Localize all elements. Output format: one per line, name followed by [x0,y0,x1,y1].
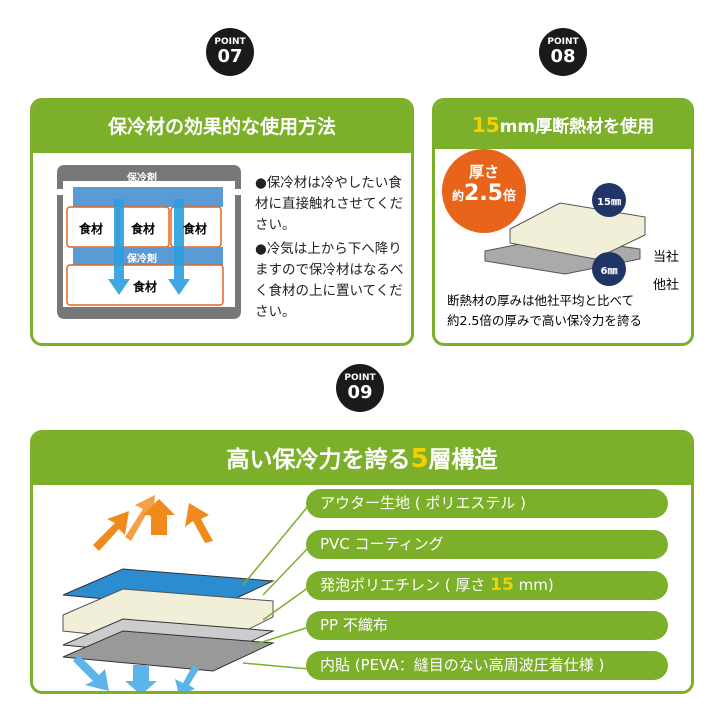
ice-pack-top [73,187,223,207]
others-label: 他社 [653,278,680,293]
insulation-illustration [442,149,646,286]
layer-label-outer: アウター生地 ( ポリエステル ) [306,489,668,518]
point-label: POINT [547,37,579,47]
bullet-text: ●冷気は上から下へ降りますので保冷材はなるべく食材の上に置いてください。 [255,241,404,320]
leader-lines [242,504,310,670]
point-number: 07 [217,46,243,67]
ice-pack-label: 保冷剤 [127,173,157,184]
title-text: mm厚断熱材を使用 [499,117,655,137]
layer-label-pvc: PVC コーティング [306,530,668,559]
layer-label-inner: 内貼 (PEVA：縫目のない高周波圧着仕様 ) [306,651,668,680]
title-text: 層構造 [428,447,498,473]
badge-line1: 厚さ [468,163,499,181]
food-label: 食材 [133,280,158,294]
cold-air-arrow [108,199,130,295]
layer-label-pp: PP 不織布 [306,611,668,640]
food-label: 食材 [183,222,208,236]
layer-thickness: 15 [490,575,514,595]
layer-text: mm) [513,576,554,594]
panel-title: 保冷材の効果的な使用方法 [33,101,411,153]
badge-value: 約2.5倍 [452,181,516,206]
title-number: 5 [410,444,429,474]
point-label: POINT [344,373,376,383]
panel-title: 高い保冷力を誇る5層構造 [33,433,691,485]
badge-suffix: 倍 [503,189,517,204]
others-thickness: 6㎜ [600,266,618,277]
insulation-caption: 断熱材の厚みは他社平均と比べて 約2.5倍の厚みで高い保冷力を誇る [447,291,642,331]
ice-pack-usage-panel: 保冷材の効果的な使用方法 保冷剤 食材 食材 食材 保冷剤 食材 ●保冷材は冷や… [30,98,414,346]
layer-illustration [62,495,310,691]
point-label: POINT [214,37,246,47]
ours-thickness: 15㎜ [597,197,621,208]
ours-thickness-circle [592,183,626,217]
ice-pack-bottom [73,247,223,265]
our-insulation-layer [509,202,646,260]
ours-label: 当社 [653,250,680,265]
badge-number: 2.5 [464,181,503,206]
food-label: 食材 [131,222,156,236]
cooler-diagram [57,165,241,319]
five-layer-panel: 高い保冷力を誇る5層構造 [30,430,694,694]
heat-arrows [93,495,213,551]
caption-line: 断熱材の厚みは他社平均と比べて [447,293,635,308]
insulation-panel: 15mm厚断熱材を使用 厚さ 約2.5倍 15㎜ 6㎜ 当社 他社 断熱材の厚み… [432,98,694,346]
cooler-lid [57,165,241,189]
cold-arrows [73,655,199,691]
layer-label-foam: 発泡ポリエチレン ( 厚さ 15 mm) [306,571,668,600]
panel-title: 15mm厚断熱材を使用 [435,101,691,149]
point-number: 08 [550,46,576,67]
ice-pack-label: 保冷剤 [127,254,157,265]
caption-line: 約2.5倍の厚みで高い保冷力を誇る [447,313,642,328]
inner-layer [62,630,275,672]
others-thickness-circle [592,252,626,286]
food-label: 食材 [79,222,104,236]
thickness-badge [442,149,526,233]
layer-text: 発泡ポリエチレン ( 厚さ [320,576,491,594]
title-number: 15 [471,113,500,137]
point-number: 09 [347,382,373,403]
cold-air-arrow [168,199,190,295]
bullet-text: ●保冷材は冷やしたい食材に直接触れさせてください。 [255,175,404,233]
title-text: 高い保冷力を誇る [226,447,411,473]
badge-prefix: 約 [452,189,465,203]
